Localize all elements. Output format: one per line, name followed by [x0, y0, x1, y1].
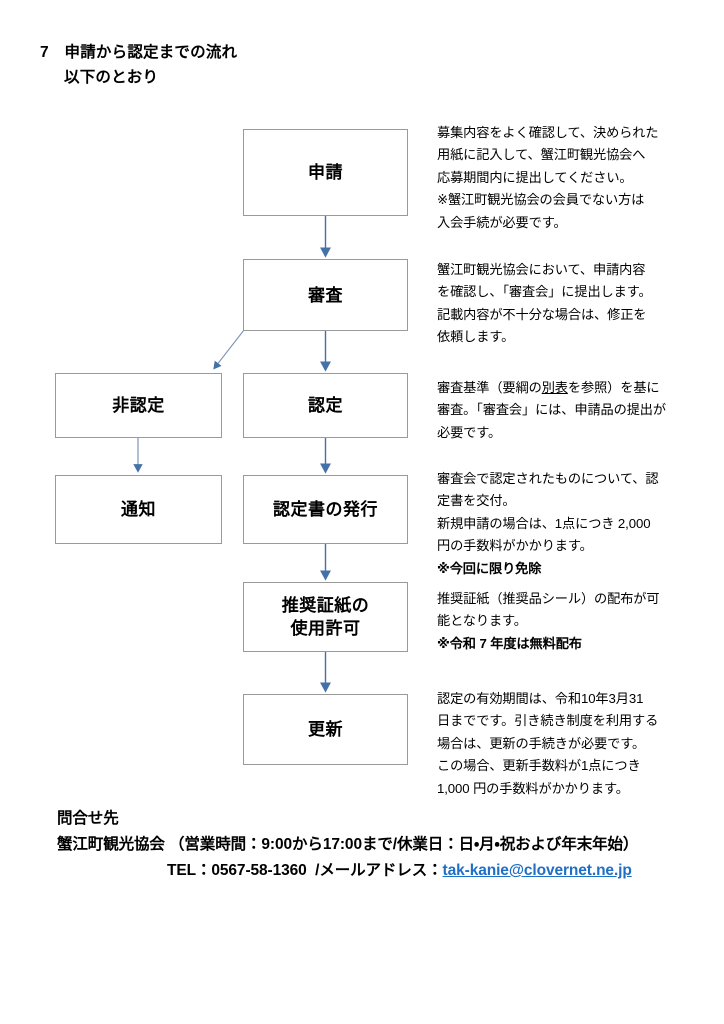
description-apply-line-1: 募集内容をよく確認して、決められた — [437, 125, 659, 140]
flow-node-apply[interactable]: 申請 — [243, 129, 408, 216]
contact-title: 問合せ先 — [57, 810, 119, 827]
contact-tel-mail-line: TEL：0567-58-1360 /メールアドレス：tak-kanie@clov… — [57, 858, 697, 884]
description-renew-line-5: 1,000 円の手数料がかかります。 — [437, 780, 629, 796]
flow-node-review[interactable]: 審査 — [243, 259, 408, 331]
page-heading: 7 申請から認定までの流れ 以下のとおり — [40, 40, 660, 90]
heading-number: 7 — [40, 44, 49, 61]
description-certify-line-1-pre: 審査基準（要綱の — [437, 380, 542, 395]
description-sticker-line-1: 推奨証紙（推奨品シール）の配布が可 — [437, 591, 660, 606]
description-renew-line-4: この場合、更新手数料が1点につき — [437, 758, 641, 774]
flow-node-issue[interactable]: 認定書の発行 — [243, 475, 408, 544]
flow-node-certify[interactable]: 認定 — [243, 373, 408, 438]
description-issue: 審査会で認定されたものについて、認 定書を交付。 新規申請の場合は、1点につき … — [437, 468, 669, 580]
contact-section: 問合せ先 蟹江町観光協会 （営業時間：9:00から17:00まで/休業日：日・月… — [57, 806, 697, 884]
description-certify-line-2: 審査。「審査会」には、申請品の提出が — [437, 402, 666, 418]
appendix-table-link[interactable]: 別表 — [541, 380, 568, 395]
description-renew-line-3: 場合は、更新の手続きが必要です。 — [437, 735, 646, 751]
description-renew-line-2: 日までです。引き続き制度を利用する — [437, 713, 659, 729]
description-apply-line-5: 入会手続が必要です。 — [437, 214, 567, 230]
description-sticker-line-2: 能となります。 — [437, 613, 527, 629]
flow-node-review-label: 審査 — [308, 285, 343, 305]
description-certify-line-1: 審査基準（要綱の別表を参照）を基に — [437, 377, 669, 399]
description-sticker: 推奨証紙（推奨品シール）の配布が可 能となります。 ※令和 7 年度は無料配布 — [437, 588, 669, 655]
description-issue-line-4: 円の手数料がかかります。 — [437, 538, 593, 554]
description-review-line-3: 記載内容が不十分な場合は、修正を — [437, 306, 647, 322]
flow-node-renew-label: 更新 — [308, 720, 343, 739]
arrow-review-to-reject — [213, 329, 245, 370]
flow-node-reject-label: 非認定 — [112, 396, 165, 415]
flow-node-reject[interactable]: 非認定 — [55, 373, 222, 438]
description-review: 蟹江町観光協会において、申請内容 を確認し、「審査会」に提出します。 記載内容が… — [437, 259, 669, 349]
description-renew: 認定の有効期間は、令和10年3月31 日までです。引き続き制度を利用する 場合は… — [437, 688, 669, 800]
heading-title-line: 7 申請から認定までの流れ — [40, 40, 660, 65]
flow-node-notify-label: 通知 — [121, 500, 156, 519]
flow-node-issue-label: 認定書の発行 — [273, 500, 378, 519]
description-issue-line-2: 定書を交付。 — [437, 493, 516, 509]
flow-node-sticker[interactable]: 推奨証紙の 使用許可 — [243, 582, 408, 652]
flow-diagram: 申請 審査 非認定 認定 通知 認定書の発行 推奨証紙の 使用許可 更新 募集内… — [55, 122, 669, 800]
description-apply: 募集内容をよく確認して、決められた 用紙に記入して、蟹江町観光協会へ 応募期間内… — [437, 122, 669, 234]
flow-node-sticker-label: 推奨証紙の 使用許可 — [281, 596, 370, 638]
heading-title: 申請から認定までの流れ — [64, 44, 238, 61]
description-review-line-1: 蟹江町観光協会において、申請内容 — [437, 262, 646, 277]
description-review-line-4: 依頼します。 — [437, 329, 515, 345]
flow-node-certify-label: 認定 — [308, 396, 343, 415]
description-certify: 審査基準（要綱の別表を参照）を基に 審査。「審査会」には、申請品の提出が 必要で… — [437, 377, 669, 444]
description-apply-line-4: ※蟹江町観光協会の会員でない方は — [437, 192, 645, 208]
contact-email-link[interactable]: tak-kanie@clovernet.ne.jp — [442, 862, 632, 879]
flow-node-renew[interactable]: 更新 — [243, 694, 408, 765]
description-apply-line-3: 応募期間内に提出してください。 — [437, 169, 633, 185]
description-apply-line-2: 用紙に記入して、蟹江町観光協会へ — [437, 147, 646, 163]
heading-subtitle: 以下のとおり — [64, 69, 159, 86]
description-certify-line-1-post: を参照）を基に — [567, 380, 660, 395]
description-renew-line-1: 認定の有効期間は、令和10年3月31 — [437, 691, 644, 706]
description-issue-note: ※今回に限り免除 — [437, 560, 542, 576]
flow-node-notify[interactable]: 通知 — [55, 475, 222, 544]
flow-node-apply-label: 申請 — [308, 163, 343, 182]
description-sticker-note: ※令和 7 年度は無料配布 — [437, 635, 582, 651]
description-review-line-2: を確認し、「審査会」に提出します。 — [437, 284, 652, 300]
contact-tel: TEL：0567-58-1360 /メールアドレス： — [167, 862, 443, 879]
contact-organization: 蟹江町観光協会 （営業時間：9:00から17:00まで/休業日：日・月・祝および… — [57, 836, 639, 853]
description-issue-line-3: 新規申請の場合は、1点につき 2,000 — [437, 515, 651, 531]
description-certify-line-3: 必要です。 — [437, 424, 502, 440]
description-issue-line-1: 審査会で認定されたものについて、認 — [437, 471, 659, 486]
